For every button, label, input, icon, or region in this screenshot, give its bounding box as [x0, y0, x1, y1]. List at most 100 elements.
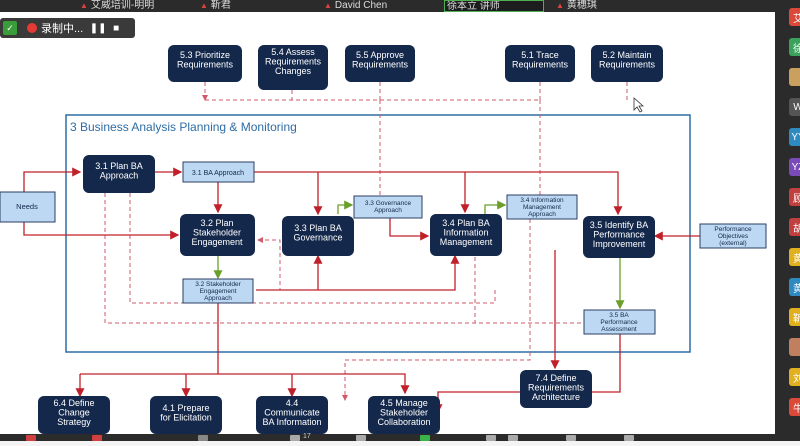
- add-user-icon[interactable]: [566, 435, 576, 441]
- label-line: Performance: [600, 319, 638, 326]
- participant-tile[interactable]: ▲靳君: [200, 0, 260, 12]
- participant-avatar[interactable]: 黄: [789, 278, 800, 296]
- label-line: Communicate: [264, 408, 320, 418]
- label-line: 5.4 Assess: [271, 47, 315, 57]
- label-line: BA Information: [262, 417, 321, 427]
- label-line: Collaboration: [377, 417, 430, 427]
- label-line: Needs: [16, 202, 38, 211]
- label-line: Strategy: [57, 417, 91, 427]
- process-diagram: 3 Business Analysis Planning & Monitorin…: [0, 45, 767, 434]
- participant-avatar[interactable]: YZ: [789, 158, 800, 176]
- share-screen-icon[interactable]: [420, 435, 430, 441]
- output-connectors: [213, 200, 625, 310]
- audio-icon[interactable]: [198, 435, 208, 441]
- label-line: 5.1 Trace: [521, 50, 559, 60]
- participant-avatar[interactable]: 刘: [789, 368, 800, 386]
- participant-tile[interactable]: ▲黄穗琪: [556, 0, 626, 12]
- label-line: Changes: [275, 66, 312, 76]
- dashed-connectors: [104, 82, 628, 401]
- input-needs: Needs: [0, 191, 56, 223]
- participant-tile[interactable]: ▲David Chen: [324, 0, 414, 12]
- label-line: 4.5 Manage: [380, 398, 428, 408]
- label-line: Architecture: [532, 392, 580, 402]
- participant-avatar[interactable]: YY: [789, 128, 800, 146]
- label-line: 3.1 Plan BA: [95, 161, 143, 171]
- participant-avatar[interactable]: 牛: [789, 398, 800, 416]
- label-line: 4.4: [286, 398, 299, 408]
- video-off-icon[interactable]: [92, 435, 102, 441]
- label-line: Performance: [593, 230, 645, 240]
- participant-avatar[interactable]: 顾: [789, 188, 800, 206]
- label-line: Governance: [293, 233, 342, 243]
- label-line: Information: [443, 228, 488, 238]
- label-line: 3.5 Identify BA: [590, 220, 649, 230]
- label-line: 3.3 Plan BA: [294, 223, 342, 233]
- participant-name: 靳君: [210, 0, 231, 11]
- chat-icon[interactable]: [356, 435, 366, 441]
- label-line: 3.2 Stakeholder: [195, 281, 241, 288]
- label-line: Requirements: [512, 60, 569, 70]
- label-line: Engagement: [191, 237, 243, 247]
- layout-icon[interactable]: [486, 435, 496, 441]
- meeting-toolbar: [0, 434, 775, 441]
- participant-avatar[interactable]: 靳: [789, 308, 800, 326]
- record-dot-icon: [27, 23, 37, 33]
- apps-icon[interactable]: [624, 435, 634, 441]
- label-line: Requirements: [352, 60, 409, 70]
- participant-avatar[interactable]: W: [789, 98, 800, 116]
- participant-avatar[interactable]: 徐: [789, 38, 800, 56]
- grid-icon[interactable]: [508, 435, 518, 441]
- participants-icon[interactable]: [290, 435, 300, 441]
- label-line: 3.4 Plan BA: [442, 218, 490, 228]
- label-line: Requirements: [599, 60, 656, 70]
- label-line: 5.5 Approve: [356, 50, 404, 60]
- label-line: 6.4 Define: [53, 398, 94, 408]
- mic-muted-icon: ▲: [324, 1, 332, 10]
- participant-strip: [0, 0, 800, 12]
- pause-recording-button[interactable]: ❚❚: [89, 22, 107, 34]
- participant-tile[interactable]: ▲艾威培训-明明: [80, 0, 170, 12]
- label-line: Engagement: [200, 288, 237, 295]
- participant-tile-active[interactable]: 徐本立 讲师: [444, 0, 544, 12]
- shield-icon: ✓: [3, 21, 17, 35]
- mic-muted-icon: ▲: [556, 1, 564, 10]
- participant-avatar[interactable]: [789, 338, 800, 356]
- label-line: Objectives: [718, 233, 749, 240]
- ba-planning-frame: [65, 114, 691, 353]
- participant-name: David Chen: [334, 0, 388, 11]
- participant-avatar[interactable]: 艾: [789, 8, 800, 26]
- participant-avatar[interactable]: 黄: [789, 248, 800, 266]
- label-line: Stakeholder: [193, 228, 241, 238]
- label-line: 7.4 Define: [535, 373, 576, 383]
- stop-recording-button[interactable]: ■: [113, 22, 120, 34]
- label-line: 3.2 Plan: [200, 218, 233, 228]
- participant-avatar[interactable]: [789, 68, 800, 86]
- mute-icon[interactable]: [26, 435, 36, 441]
- participant-avatar[interactable]: 胡: [789, 218, 800, 236]
- participant-name: 艾威培训-明明: [90, 0, 155, 11]
